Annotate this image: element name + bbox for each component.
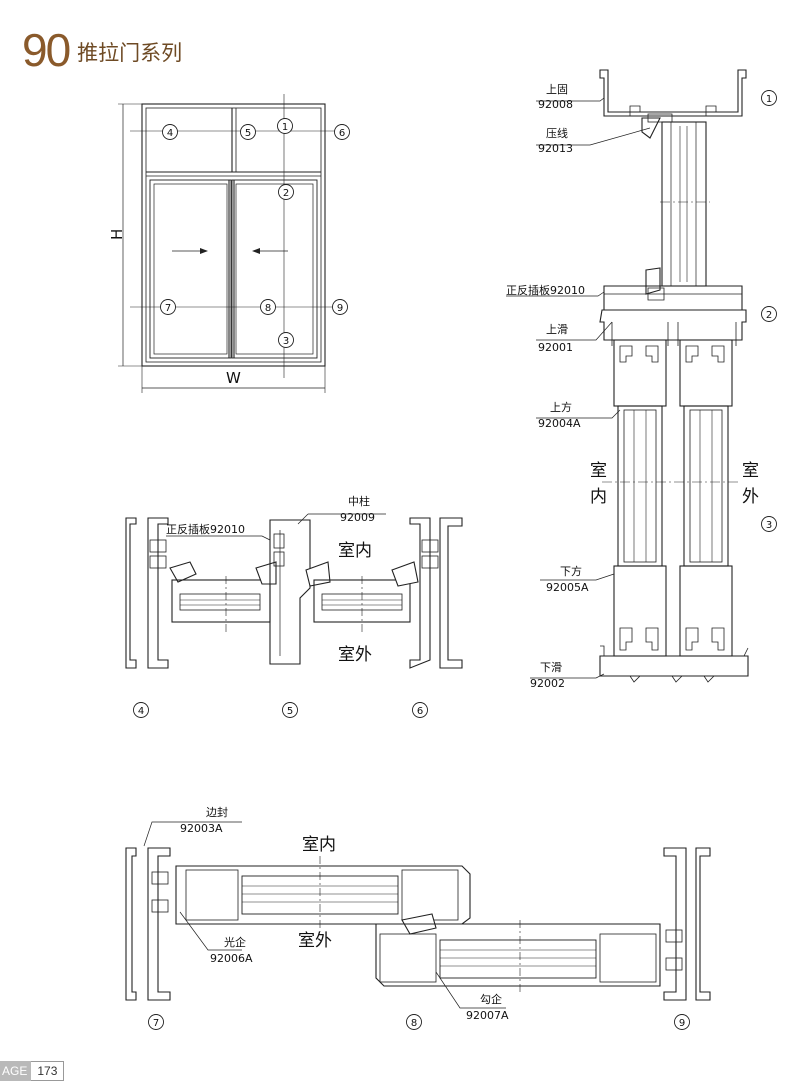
label-insert-plate-left: 正反插板92010: [166, 522, 245, 536]
label-side-seal-code: 92003A: [180, 822, 223, 835]
marker-7-elev: [160, 299, 176, 315]
label-insert-plate-right: 正反插板92010: [506, 283, 585, 297]
label-glazing-bead-name: 压线: [546, 126, 568, 140]
marker-5-elev-text: 5: [245, 128, 251, 139]
page-prefix: AGE: [0, 1061, 32, 1081]
marker-7-section: [148, 1014, 164, 1030]
label-plain-stile-name: 光企: [224, 935, 246, 949]
label-top-fixed-code: 92008: [538, 98, 573, 111]
label-bottom-slide-name: 下滑: [540, 661, 562, 674]
label-mullion-name: 中柱: [348, 494, 370, 508]
label-plain-stile-code: 92006A: [210, 952, 253, 965]
marker-numbers: 1 2 3 4 5 6 7 8 9 1 2 3 4 5 6 7 8 9: [138, 94, 772, 1029]
marker-9-section-text: 9: [679, 1018, 685, 1029]
series-number: 90: [22, 24, 71, 76]
marker-6-section-text: 6: [417, 706, 423, 717]
part-labels: 上固 92008 压线 92013 正反插板92010 上滑 92001 上方 …: [166, 83, 589, 1022]
label-top-fixed-name: 上固: [546, 83, 568, 96]
horizontal-section-456: [125, 517, 463, 669]
marker-9-elev: [332, 299, 348, 315]
width-label: W: [226, 369, 241, 387]
section-789-leaders: [143, 821, 506, 1009]
marker-6-elev: [334, 124, 350, 140]
height-label: H: [108, 229, 126, 240]
marker-6-section: [412, 702, 428, 718]
marker-8-elev-text: 8: [265, 303, 271, 314]
label-bottom-rail-code: 92005A: [546, 581, 589, 594]
marker-9-section: [674, 1014, 690, 1030]
side-labels: 室内 室外 室内 室外 室 内 室 外: [298, 461, 759, 951]
indoor-label-v1: 室: [590, 461, 607, 481]
label-top-slide-code: 92001: [538, 341, 573, 354]
marker-8-section: [406, 1014, 422, 1030]
marker-1-section-text: 1: [766, 94, 772, 105]
marker-2-section: [761, 306, 777, 322]
section-markers: [133, 90, 777, 1030]
outdoor-label-v2: 外: [742, 487, 759, 507]
vertical-leaders: [506, 97, 651, 679]
marker-3-elev-text: 3: [283, 336, 289, 347]
marker-4-elev: [162, 124, 178, 140]
section-456-leaders: [166, 513, 386, 541]
indoor-label-789: 室内: [302, 835, 336, 855]
marker-7-elev-text: 7: [165, 303, 171, 314]
marker-1-elev-text: 1: [282, 122, 288, 133]
marker-5-section: [282, 702, 298, 718]
marker-8-section-text: 8: [411, 1018, 417, 1029]
marker-3-elev: [278, 332, 294, 348]
marker-2-elev-text: 2: [283, 188, 289, 199]
marker-2-section-text: 2: [766, 310, 772, 321]
label-side-seal-name: 边封: [206, 805, 228, 819]
label-top-rail-code: 92004A: [538, 417, 581, 430]
label-hook-stile-name: 勾企: [480, 992, 502, 1006]
marker-1-elev: [277, 118, 293, 134]
marker-4-elev-text: 4: [167, 128, 173, 139]
marker-3-section: [761, 516, 777, 532]
label-bottom-slide-code: 92002: [530, 677, 565, 690]
outdoor-label-789: 室外: [298, 931, 332, 951]
marker-9-elev-text: 9: [337, 303, 343, 314]
marker-3-section-text: 3: [766, 520, 772, 531]
marker-5-section-text: 5: [287, 706, 293, 717]
indoor-label-456: 室内: [338, 541, 372, 561]
vertical-section: [599, 69, 749, 683]
marker-6-elev-text: 6: [339, 128, 345, 139]
marker-7-section-text: 7: [153, 1018, 159, 1029]
label-mullion-code: 92009: [340, 511, 375, 524]
label-top-slide-name: 上滑: [546, 323, 568, 336]
marker-5-elev: [240, 124, 256, 140]
page-footer: AGE 173: [0, 1061, 65, 1081]
horizontal-section-789: [125, 847, 711, 1001]
marker-4-section-text: 4: [138, 706, 144, 717]
series-title: 推拉门系列: [77, 41, 183, 65]
door-elevation: [118, 94, 336, 393]
outdoor-label-v1: 室: [742, 461, 759, 481]
label-glazing-bead-code: 92013: [538, 142, 573, 155]
marker-8-elev: [260, 299, 276, 315]
outdoor-label-456: 室外: [338, 645, 372, 665]
marker-2-elev: [278, 184, 294, 200]
label-top-rail-name: 上方: [550, 400, 572, 414]
marker-1-section: [761, 90, 777, 106]
label-bottom-rail-name: 下方: [560, 564, 582, 578]
indoor-label-v2: 内: [590, 487, 607, 507]
page-number: 173: [31, 1061, 65, 1081]
page-header: 90 推拉门系列: [22, 24, 183, 76]
label-hook-stile-code: 92007A: [466, 1009, 509, 1022]
marker-4-section: [133, 702, 149, 718]
